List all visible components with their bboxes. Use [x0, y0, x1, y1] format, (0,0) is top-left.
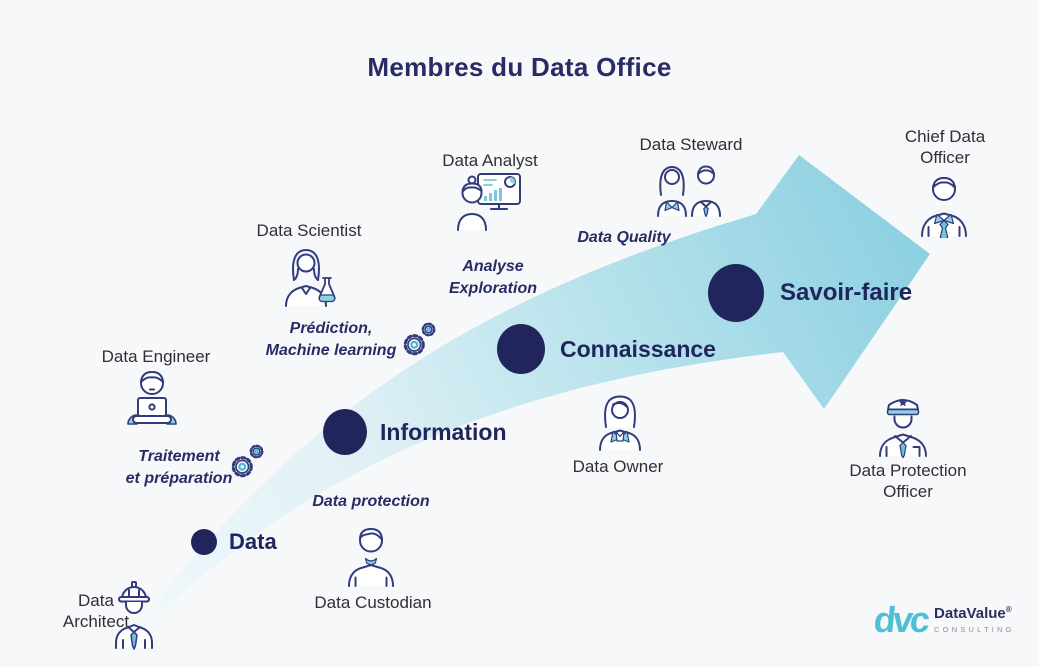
logo-tagline: CONSULTING — [934, 624, 1015, 634]
owner-icon — [599, 395, 641, 451]
milestone-information: Information — [323, 409, 507, 455]
skill-data-quality: Data Quality — [577, 229, 671, 246]
page-title: Membres du Data Office — [367, 52, 672, 82]
registered-mark: ® — [1005, 605, 1012, 615]
role-label-data-engineer: Data Engineer — [101, 347, 211, 366]
scientist-icon — [285, 249, 336, 307]
steward-icon — [657, 165, 721, 218]
role-label-data-custodian: Data Custodian — [314, 593, 432, 612]
role-label-data-steward: Data Steward — [639, 135, 743, 154]
engineer-icon — [127, 371, 177, 425]
milestone-connaissance: Connaissance — [497, 324, 716, 374]
analyst-icon — [457, 173, 521, 231]
milestone-dot — [191, 529, 217, 555]
milestone-dot — [708, 264, 764, 322]
milestone-dot — [497, 324, 545, 374]
milestone-label: Information — [380, 418, 507, 445]
custodian-icon — [348, 528, 394, 587]
gears-icon — [231, 444, 264, 478]
skill-prediction: Prédiction,Machine learning — [265, 320, 397, 359]
milestone-label: Connaissance — [560, 335, 716, 362]
role-label-data-analyst: Data Analyst — [442, 151, 538, 170]
milestone-data: Data — [191, 529, 277, 555]
police-icon — [879, 398, 927, 458]
milestone-savoir-faire: Savoir-faire — [708, 264, 912, 322]
dvc-logo-mark: dvc — [871, 599, 930, 640]
executive-icon — [921, 177, 967, 238]
role-label-data-owner: Data Owner — [572, 457, 664, 476]
architect-icon — [115, 581, 153, 650]
datavalue-logo: dvc DataValue® CONSULTING — [871, 599, 1015, 640]
milestone-dot — [323, 409, 367, 455]
skill-data-protection: Data protection — [312, 493, 430, 510]
logo-name: DataValue® — [934, 605, 1012, 623]
milestone-label: Savoir-faire — [780, 279, 913, 306]
milestone-label: Data — [229, 529, 277, 554]
role-label-data-scientist: Data Scientist — [256, 221, 362, 240]
gears-icon — [403, 322, 436, 356]
